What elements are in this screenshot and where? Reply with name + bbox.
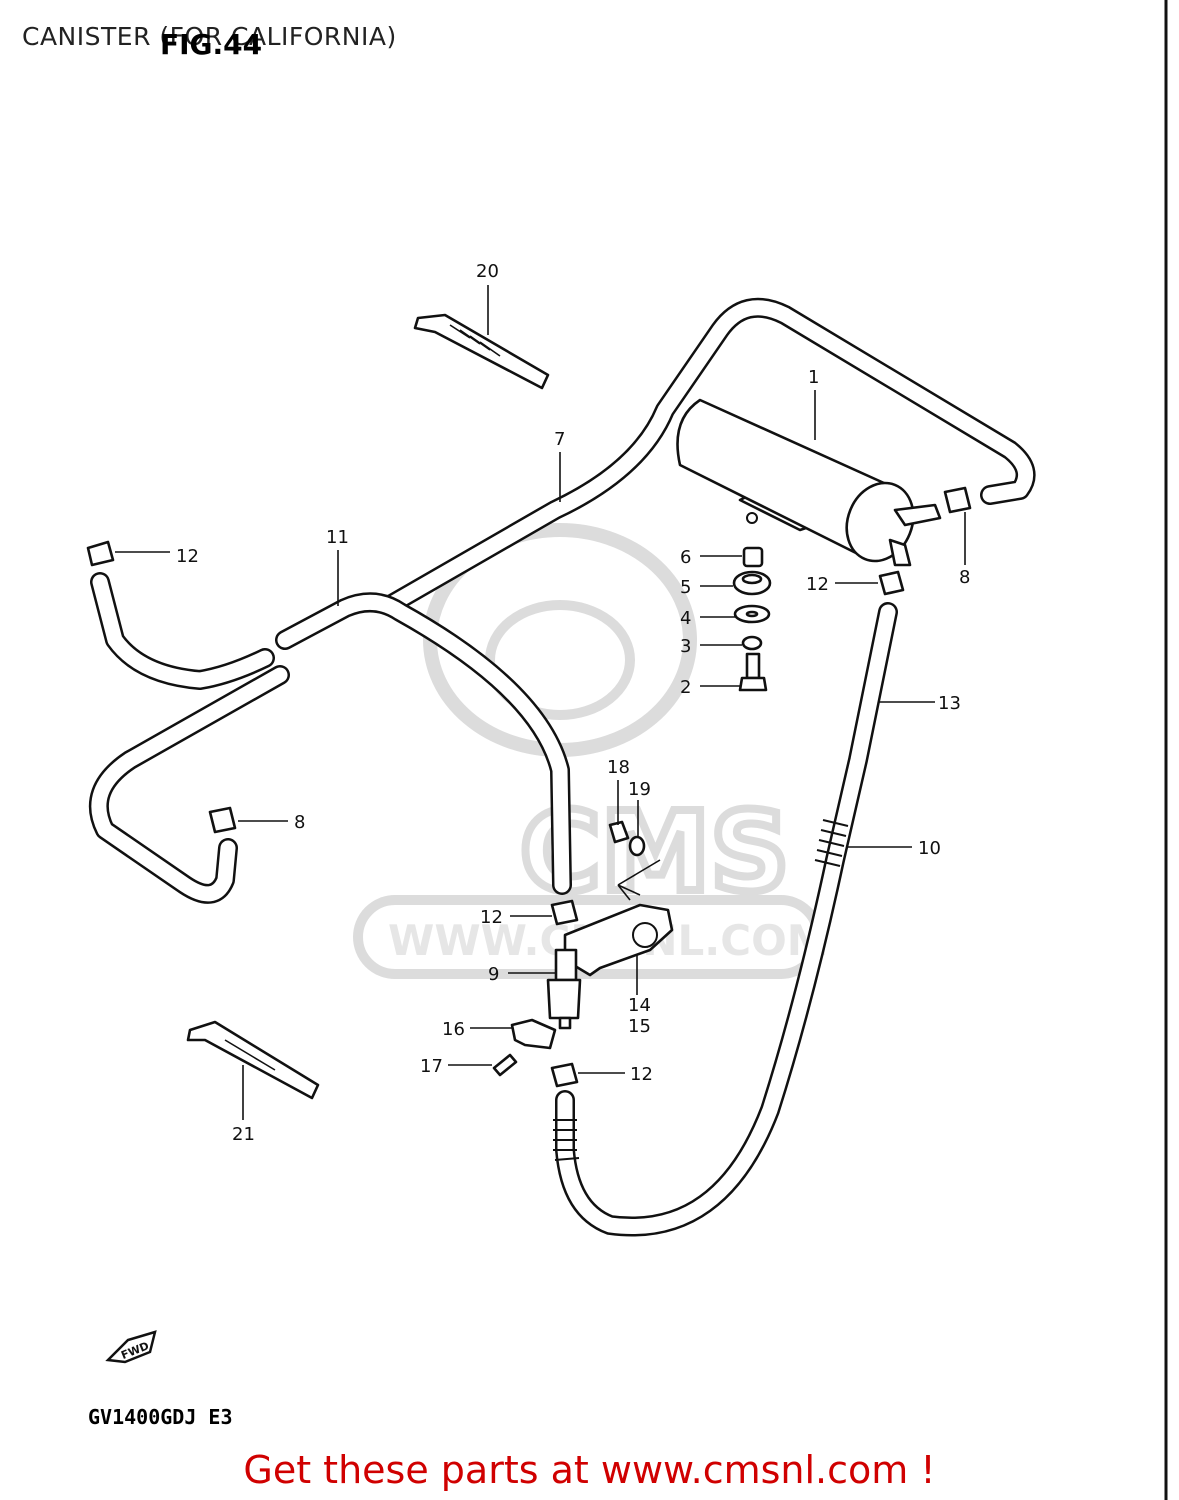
hose-left-short [90, 572, 275, 690]
callout-8-upper: 8 [959, 567, 970, 588]
callout-16: 16 [442, 1019, 465, 1040]
band-strap-21 [186, 1020, 320, 1100]
clamp-12-left [86, 540, 115, 567]
clamp-8-upper [943, 486, 972, 514]
callout-10: 10 [918, 838, 941, 859]
callout-6: 6 [680, 547, 691, 568]
clamp-12-center [550, 899, 579, 926]
callout-20: 20 [476, 261, 499, 282]
callout-17: 17 [420, 1056, 443, 1077]
mount-washer-4 [733, 604, 771, 624]
callout-12-center: 12 [480, 907, 503, 928]
mount-collar-6 [742, 546, 764, 568]
callout-12-left: 12 [176, 546, 199, 567]
clamp-16 [510, 1018, 557, 1050]
callout-5: 5 [680, 577, 691, 598]
model-code: GV1400GDJ E3 [88, 1405, 233, 1429]
hose-7 [380, 297, 1036, 615]
clamp-8-lower [208, 806, 237, 834]
callout-15: 15 [628, 1016, 651, 1037]
hose-13 [555, 602, 898, 1237]
callout-19: 19 [628, 779, 651, 800]
hose-11 [88, 592, 572, 904]
callout-8-lower: 8 [294, 812, 305, 833]
callout-21: 21 [232, 1124, 255, 1145]
mount-lockwasher-3 [741, 635, 763, 651]
callout-11: 11 [326, 527, 349, 548]
clamp-12-right [878, 570, 905, 596]
callouts: 20 1 7 11 12 8 12 6 5 4 3 2 13 18 19 8 1… [176, 261, 970, 1145]
canister [676, 398, 942, 567]
band-strap-20 [413, 313, 550, 390]
clamp-12-bottom [550, 1062, 579, 1088]
nut-assembly-guide [617, 859, 661, 901]
callout-14: 14 [628, 995, 651, 1016]
callout-7: 7 [554, 429, 565, 450]
screw-17 [492, 1053, 518, 1077]
fwd-arrow: FWD [105, 1330, 157, 1364]
page-title: CANISTER (FOR CALIFORNIA) [22, 22, 397, 51]
callout-12-right: 12 [806, 574, 829, 595]
cta-link[interactable]: Get these parts at www.cmsnl.com ! [243, 1448, 936, 1492]
valve-9 [546, 948, 582, 1030]
figure-number: FIG.44 [160, 28, 263, 61]
callout-1: 1 [808, 367, 819, 388]
callout-3: 3 [680, 636, 691, 657]
watermark: CMS WWW.CMSNL.COM [353, 523, 829, 979]
callout-13: 13 [938, 693, 961, 714]
callout-12-bottom: 12 [630, 1064, 653, 1085]
hose-10-corrugation [553, 819, 849, 1161]
leader-lines [115, 285, 966, 1120]
mount-cushion-5 [732, 570, 772, 596]
washer-19 [628, 835, 646, 857]
callout-9: 9 [488, 964, 499, 985]
callout-2: 2 [680, 677, 691, 698]
callout-4: 4 [680, 608, 691, 629]
mount-bolt-2 [738, 652, 768, 692]
callout-18: 18 [607, 757, 630, 778]
